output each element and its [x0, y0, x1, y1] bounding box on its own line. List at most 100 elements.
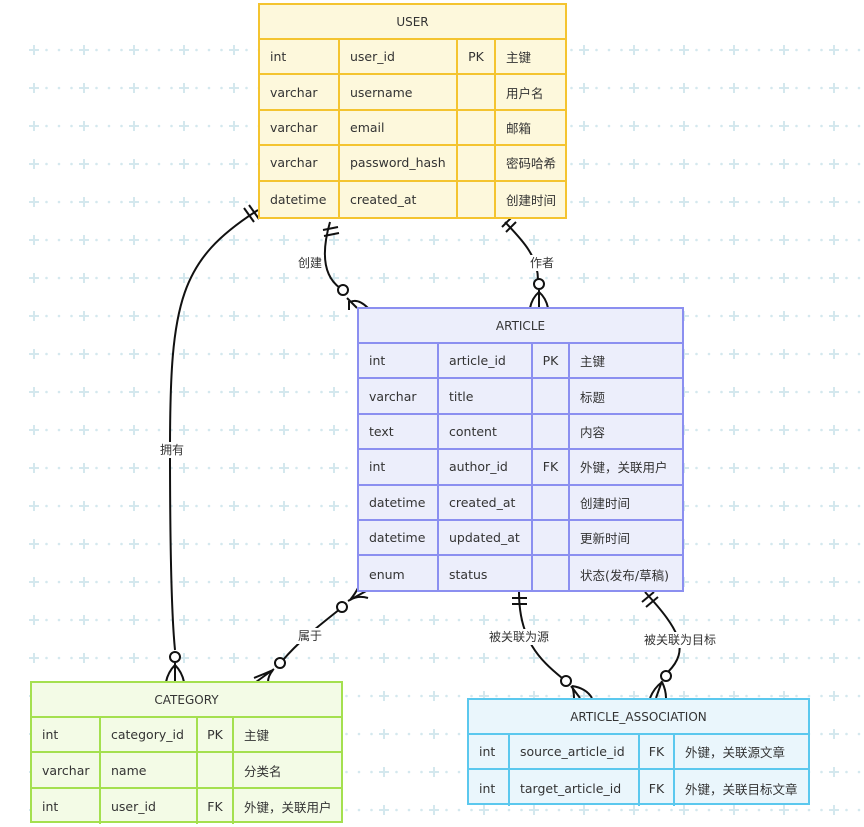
grid-cross: [229, 159, 239, 169]
grid-cross: [679, 805, 689, 815]
grid-dot: [45, 390, 48, 394]
grid-dot: [120, 86, 123, 90]
entity-title: ARTICLE: [359, 309, 682, 344]
grid-dot: [657, 48, 661, 52]
grid-dot: [257, 580, 261, 584]
grid-dot: [857, 694, 861, 698]
grid-dot: [420, 694, 423, 698]
grid-dot: [320, 238, 323, 242]
grid-dot: [757, 86, 761, 90]
grid-dot: [670, 162, 673, 166]
grid-dot: [145, 162, 148, 166]
grid-dot: [57, 352, 61, 356]
field-type: int: [359, 450, 439, 484]
grid-cross: [529, 805, 539, 815]
grid-dot: [195, 504, 198, 508]
grid-dot: [820, 162, 823, 166]
grid-dot: [607, 238, 611, 242]
grid-dot: [720, 352, 723, 356]
grid-cross: [829, 45, 839, 55]
grid-dot: [207, 124, 211, 128]
grid-dot: [220, 314, 223, 318]
grid-cross: [779, 387, 789, 397]
grid-dot: [745, 162, 748, 166]
grid-cross: [29, 539, 39, 549]
grid-cross: [779, 311, 789, 321]
grid-dot: [757, 124, 761, 128]
grid-dot: [657, 86, 661, 90]
grid-dot: [845, 732, 848, 736]
grid-dot: [620, 656, 623, 660]
grid-dot: [45, 276, 48, 280]
grid-dot: [57, 86, 61, 90]
grid-dot: [95, 200, 98, 204]
grid-cross: [729, 159, 739, 169]
grid-dot: [157, 466, 161, 470]
grid-dot: [245, 48, 248, 52]
grid-dot: [670, 238, 673, 242]
grid-dot: [620, 618, 623, 622]
grid-dot: [295, 276, 298, 280]
grid-dot: [695, 390, 698, 394]
grid-dot: [170, 162, 173, 166]
grid-dot: [57, 618, 61, 622]
grid-dot: [795, 656, 798, 660]
grid-dot: [557, 618, 561, 622]
grid-dot: [707, 618, 711, 622]
grid-dot: [445, 618, 448, 622]
entity-row: int target_article_id FK 外键，关联目标文章: [469, 770, 808, 806]
grid-cross: [129, 349, 139, 359]
grid-dot: [707, 276, 711, 280]
entity-user[interactable]: USER int user_id PK 主键 varchar username …: [258, 3, 567, 219]
grid-dot: [257, 428, 261, 432]
grid-cross: [129, 311, 139, 321]
grid-dot: [807, 238, 811, 242]
grid-dot: [170, 238, 173, 242]
grid-dot: [707, 808, 711, 812]
grid-cross: [229, 235, 239, 245]
grid-dot: [657, 694, 661, 698]
grid-dot: [595, 162, 598, 166]
grid-dot: [707, 238, 711, 242]
entity-article-association[interactable]: ARTICLE_ASSOCIATION int source_article_i…: [467, 698, 810, 806]
grid-cross: [279, 273, 289, 283]
grid-cross: [429, 653, 439, 663]
grid-dot: [207, 580, 211, 584]
grid-dot: [45, 466, 48, 470]
field-type: int: [260, 40, 340, 74]
field-comment: 外键，关联源文章: [685, 745, 786, 761]
grid-dot: [757, 48, 761, 52]
grid-dot: [757, 428, 761, 432]
grid-dot: [857, 200, 861, 204]
grid-dot: [795, 314, 798, 318]
entity-row: datetime updated_at 更新时间: [359, 520, 682, 557]
grid-dot: [695, 656, 698, 660]
grid-dot: [745, 276, 748, 280]
entity-row: int category_id PK 主键: [32, 718, 341, 754]
grid-cross: [329, 539, 339, 549]
grid-dot: [595, 276, 598, 280]
grid-cross: [129, 197, 139, 207]
entity-category[interactable]: CATEGORY int category_id PK 主键 varchar n…: [30, 681, 343, 825]
grid-cross: [229, 45, 239, 55]
grid-dot: [457, 238, 461, 242]
grid-cross: [129, 539, 139, 549]
entity-article[interactable]: ARTICLE int article_id PK 主键 varchar tit…: [357, 307, 684, 592]
grid-dot: [620, 86, 623, 90]
grid-dot: [245, 86, 248, 90]
field-key: [458, 75, 496, 109]
grid-cross: [779, 539, 789, 549]
grid-dot: [807, 352, 811, 356]
grid-cross: [829, 121, 839, 131]
grid-dot: [207, 466, 211, 470]
grid-dot: [807, 656, 811, 660]
grid-dot: [557, 808, 561, 812]
grid-cross: [329, 463, 339, 473]
grid-dot: [695, 504, 698, 508]
grid-cross: [179, 159, 189, 169]
grid-cross: [129, 615, 139, 625]
grid-cross: [129, 501, 139, 511]
grid-dot: [395, 732, 398, 736]
entity-row: varchar username 用户名: [260, 75, 565, 111]
grid-dot: [57, 200, 61, 204]
